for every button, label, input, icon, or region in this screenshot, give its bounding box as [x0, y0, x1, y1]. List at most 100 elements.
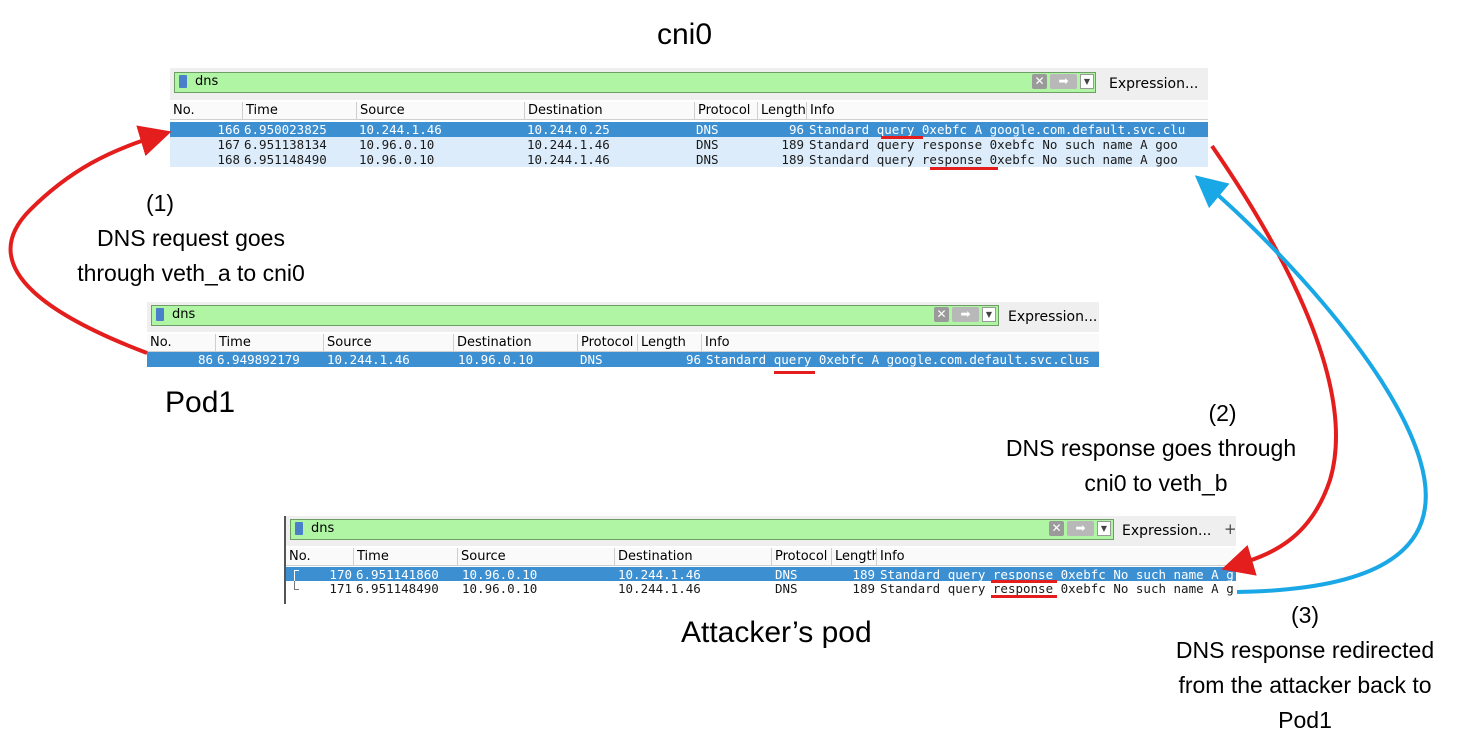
step3-number: (3)	[1290, 602, 1320, 628]
col-info[interactable]: Info	[806, 102, 1208, 119]
step1-line1: DNS request goes	[97, 225, 285, 251]
pkt-no: 171	[329, 581, 352, 596]
pkt-source: 10.244.1.46	[359, 122, 442, 137]
filter-dropdown-icon[interactable]: ▼	[1080, 74, 1094, 89]
info-prefix: Standard	[706, 352, 774, 367]
response-underline	[930, 167, 998, 170]
filter-bookmark-icon[interactable]	[156, 308, 164, 321]
filter-bookmark-icon[interactable]	[295, 522, 303, 535]
col-length[interactable]: Length	[637, 334, 701, 351]
info-keyword: response	[992, 567, 1054, 582]
attacker-capture-panel: dns ✕ ➡ ▼ Expression... + No. Time Sourc…	[284, 516, 1236, 604]
col-length[interactable]: Length	[757, 102, 806, 119]
pkt-source: 10.96.0.10	[359, 137, 435, 152]
pkt-protocol: DNS	[696, 137, 719, 152]
col-no[interactable]: No.	[150, 335, 172, 350]
apply-filter-arrow-icon[interactable]: ➡	[1067, 521, 1094, 536]
info-keyword: query	[876, 122, 915, 137]
col-source[interactable]: Source	[457, 548, 614, 565]
col-no[interactable]: No.	[173, 103, 195, 118]
step2-caption: (2) DNS response goes through cni0 to ve…	[985, 396, 1317, 501]
col-time[interactable]: Time	[353, 548, 457, 565]
pkt-protocol: DNS	[580, 352, 603, 367]
pkt-protocol: DNS	[775, 581, 798, 596]
filter-dropdown-icon[interactable]: ▼	[982, 307, 996, 322]
attacker-filter-toolbar: dns ✕ ➡ ▼ Expression... +	[286, 516, 1236, 546]
add-expression-icon[interactable]: +	[1224, 520, 1236, 538]
packet-row[interactable]: 166 6.950023825 10.244.1.46 10.244.0.25 …	[170, 122, 1208, 137]
col-info[interactable]: Info	[701, 334, 1099, 351]
pkt-source: 10.96.0.10	[462, 581, 538, 596]
step3-line3: Pod1	[1278, 707, 1332, 733]
pkt-no: 168	[217, 152, 240, 167]
cni0-filter-value: dns	[195, 74, 219, 89]
cni0-capture-panel: dns ✕ ➡ ▼ Expression... No. Time Source …	[170, 68, 1208, 170]
cni0-column-header: No. Time Source Destination Protocol Len…	[170, 102, 1208, 120]
expression-button[interactable]: Expression...	[1109, 76, 1199, 92]
col-protocol[interactable]: Protocol	[771, 548, 831, 565]
filter-bookmark-icon[interactable]	[179, 75, 187, 88]
pod1-display-filter-input[interactable]: dns	[151, 305, 999, 326]
cni0-title: cni0	[657, 18, 713, 51]
pkt-info: Standard query 0xebfc A google.com.defau…	[706, 352, 1099, 367]
col-source[interactable]: Source	[323, 334, 453, 351]
pkt-length: 96	[788, 122, 804, 137]
packet-row[interactable]: 167 6.951138134 10.96.0.10 10.244.1.46 D…	[170, 137, 1208, 152]
pkt-length: 189	[781, 152, 804, 167]
packet-row[interactable]: 170 6.951141860 10.96.0.10 10.244.1.46 D…	[286, 567, 1236, 583]
pkt-time: 6.949892179	[217, 352, 300, 367]
col-time[interactable]: Time	[242, 102, 356, 119]
pkt-source: 10.96.0.10	[359, 152, 435, 167]
step1-caption: (1) DNS request goes through veth_a to c…	[50, 186, 332, 291]
apply-filter-arrow-icon[interactable]: ➡	[952, 307, 979, 322]
info-prefix: Standard query	[809, 152, 922, 167]
info-keyword: response	[921, 137, 983, 152]
response-underline	[991, 580, 1057, 583]
attacker-filter-value: dns	[311, 521, 335, 536]
attacker-display-filter-input[interactable]: dns	[290, 519, 1114, 540]
expression-button[interactable]: Expression...	[1008, 309, 1098, 325]
col-info[interactable]: Info	[876, 548, 1236, 565]
step2-line2: cni0 to veth_b	[1084, 470, 1228, 496]
clear-filter-icon[interactable]: ✕	[1049, 521, 1064, 536]
pkt-destination: 10.244.1.46	[618, 581, 701, 596]
step1-number: (1)	[145, 190, 175, 216]
step3-line1: DNS response redirected	[1175, 637, 1435, 663]
pkt-protocol: DNS	[696, 122, 719, 137]
pod1-capture-panel: dns ✕ ➡ ▼ Expression... No. Time Source …	[147, 302, 1099, 368]
pkt-destination: 10.244.1.46	[527, 152, 610, 167]
packet-row[interactable]: 168 6.951148490 10.96.0.10 10.244.1.46 D…	[170, 152, 1208, 167]
pkt-info: Standard query 0xebfc A google.com.defau…	[809, 122, 1208, 137]
pkt-info: Standard query response 0xebfc No such n…	[809, 152, 1208, 167]
pkt-time: 6.950023825	[244, 122, 327, 137]
pkt-length: 96	[685, 352, 701, 367]
col-protocol[interactable]: Protocol	[577, 334, 637, 351]
info-keyword: response	[992, 581, 1054, 596]
step2-line1: DNS response goes through	[1005, 435, 1297, 461]
filter-dropdown-icon[interactable]: ▼	[1097, 521, 1111, 536]
pkt-time: 6.951141860	[356, 567, 439, 582]
info-prefix: Standard query	[880, 581, 993, 596]
apply-filter-arrow-icon[interactable]: ➡	[1050, 74, 1077, 89]
expression-button[interactable]: Expression...	[1122, 523, 1212, 539]
col-source[interactable]: Source	[356, 102, 524, 119]
attacker-column-header: No. Time Source Destination Protocol Len…	[286, 548, 1236, 566]
info-prefix: Standard	[809, 122, 877, 137]
clear-filter-icon[interactable]: ✕	[934, 307, 949, 322]
packet-row[interactable]: 171 6.951148490 10.96.0.10 10.244.1.46 D…	[286, 581, 1236, 596]
query-underline	[774, 371, 815, 374]
pkt-destination: 10.96.0.10	[458, 352, 534, 367]
packet-row[interactable]: 86 6.949892179 10.244.1.46 10.96.0.10 DN…	[147, 352, 1099, 367]
col-destination[interactable]: Destination	[614, 548, 771, 565]
col-length[interactable]: Length	[831, 548, 876, 565]
col-time[interactable]: Time	[215, 334, 323, 351]
col-destination[interactable]: Destination	[524, 102, 694, 119]
pkt-source: 10.244.1.46	[327, 352, 410, 367]
cni0-filter-toolbar: dns ✕ ➡ ▼ Expression...	[170, 68, 1208, 100]
col-no[interactable]: No.	[289, 549, 311, 564]
clear-filter-icon[interactable]: ✕	[1032, 74, 1047, 89]
col-destination[interactable]: Destination	[453, 334, 577, 351]
cni0-display-filter-input[interactable]: dns	[174, 72, 1096, 93]
col-protocol[interactable]: Protocol	[694, 102, 757, 119]
pkt-time: 6.951138134	[244, 137, 327, 152]
